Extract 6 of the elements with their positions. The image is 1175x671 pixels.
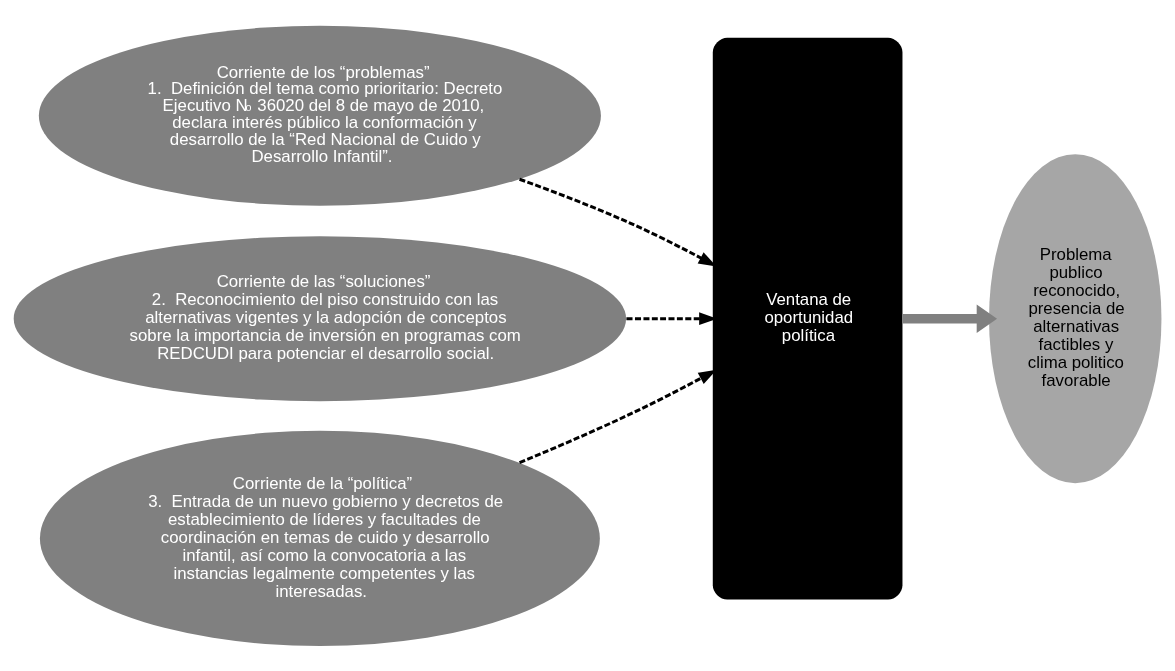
arrow: [902, 303, 998, 333]
node-ellipse: Corriente de la “política” 3. Entrada de un nuevo gobierno y decretos de establecimiento de líderes y facultades de coordinación en temas de cuido y desarrollo infantil, así como la convocatoria a las instancias legalmente competentes y las interesadas.: [39, 430, 600, 646]
node-ellipse: Problema publico reconocido, presencia de alternativas factibles y clima politico favorable: [989, 153, 1162, 483]
node-ellipse: Corriente de las “soluciones” 2. Reconocimiento del piso construido con las alternativas vigentes y la adopción de conceptos sobre la importancia de inversión en programas com REDCUDI para potenciar el desarrollo social.: [13, 235, 627, 401]
node-ellipse: Corriente de los “problemas” 1. Definición del tema como prioritario: Decreto Ejecutivo No 36020 del 8 de mayo de 2010, declara interés público la conformación y desarrollo de la “Red Nacional de Cuido y Desarrollo Infantil”.: [38, 25, 601, 206]
node-box: Ventana de oportunidad política: [712, 37, 903, 600]
